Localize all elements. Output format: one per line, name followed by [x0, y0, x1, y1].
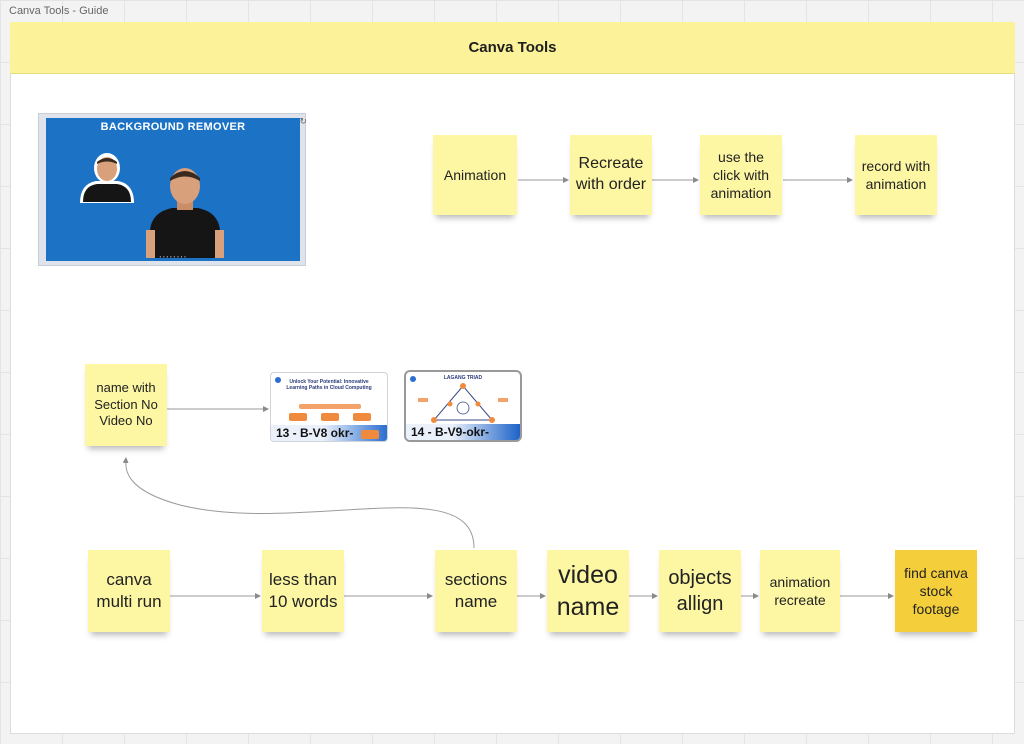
- slide-13-box: [289, 413, 307, 421]
- note-video-name[interactable]: video name: [547, 550, 629, 632]
- note-animation[interactable]: Animation: [433, 135, 517, 215]
- slide-14-title: LAGANG TRIAD: [443, 375, 483, 381]
- note-find-canva-stock-footage[interactable]: find canva stock footage: [895, 550, 977, 632]
- connector-sections-curve: [122, 457, 475, 549]
- refresh-icon[interactable]: ↻: [299, 116, 307, 126]
- logo-icon: [410, 376, 416, 382]
- note-name-with-section[interactable]: name with Section No Video No: [85, 364, 167, 446]
- note-animation-recreate[interactable]: animation recreate: [760, 550, 840, 632]
- triad-diagram: [418, 383, 508, 423]
- logo-icon: [275, 377, 281, 383]
- slide-13-bar: [299, 404, 361, 409]
- note-use-click-with-animation[interactable]: use the click with animation: [700, 135, 782, 215]
- background-remover-title: BACKGROUND REMOVER: [100, 121, 246, 133]
- note-sections-name[interactable]: sections name: [435, 550, 517, 632]
- note-record-with-animation[interactable]: record with animation: [855, 135, 937, 215]
- note-canva-multi-run[interactable]: canva multi run: [88, 550, 170, 632]
- note-objects-allign[interactable]: objects allign: [659, 550, 741, 632]
- slide-13-thumbnail[interactable]: Unlock Your Potential: Innovative Learni…: [270, 372, 388, 442]
- background-remover-footer: ▪ ▪ ▪ ▪ ▪ ▪ ▪ ▪: [159, 254, 187, 259]
- note-recreate-with-order[interactable]: Recreate with order: [570, 135, 652, 215]
- background-remover-image[interactable]: BACKGROUND REMOVER ▪ ▪ ▪ ▪ ▪ ▪ ▪ ▪ ↻: [38, 113, 307, 266]
- frame-title[interactable]: Canva Tools: [10, 22, 1015, 74]
- slide-13-title: Unlock Your Potential: Innovative Learni…: [286, 379, 372, 392]
- slide-13-button: [361, 430, 379, 439]
- slide-13-label: 13 - B-V8 okr-: [271, 425, 387, 441]
- slide-13-box: [353, 413, 371, 421]
- slide-14-thumbnail[interactable]: LAGANG TRIAD 14 - B-V9-okr-: [404, 370, 522, 442]
- board-title: Canva Tools - Guide: [9, 5, 109, 17]
- slide-14-label: 14 - B-V9-okr-: [406, 424, 520, 440]
- note-less-than-10-words[interactable]: less than 10 words: [262, 550, 344, 632]
- person-cutouts: [80, 153, 224, 258]
- slide-13-box: [321, 413, 339, 421]
